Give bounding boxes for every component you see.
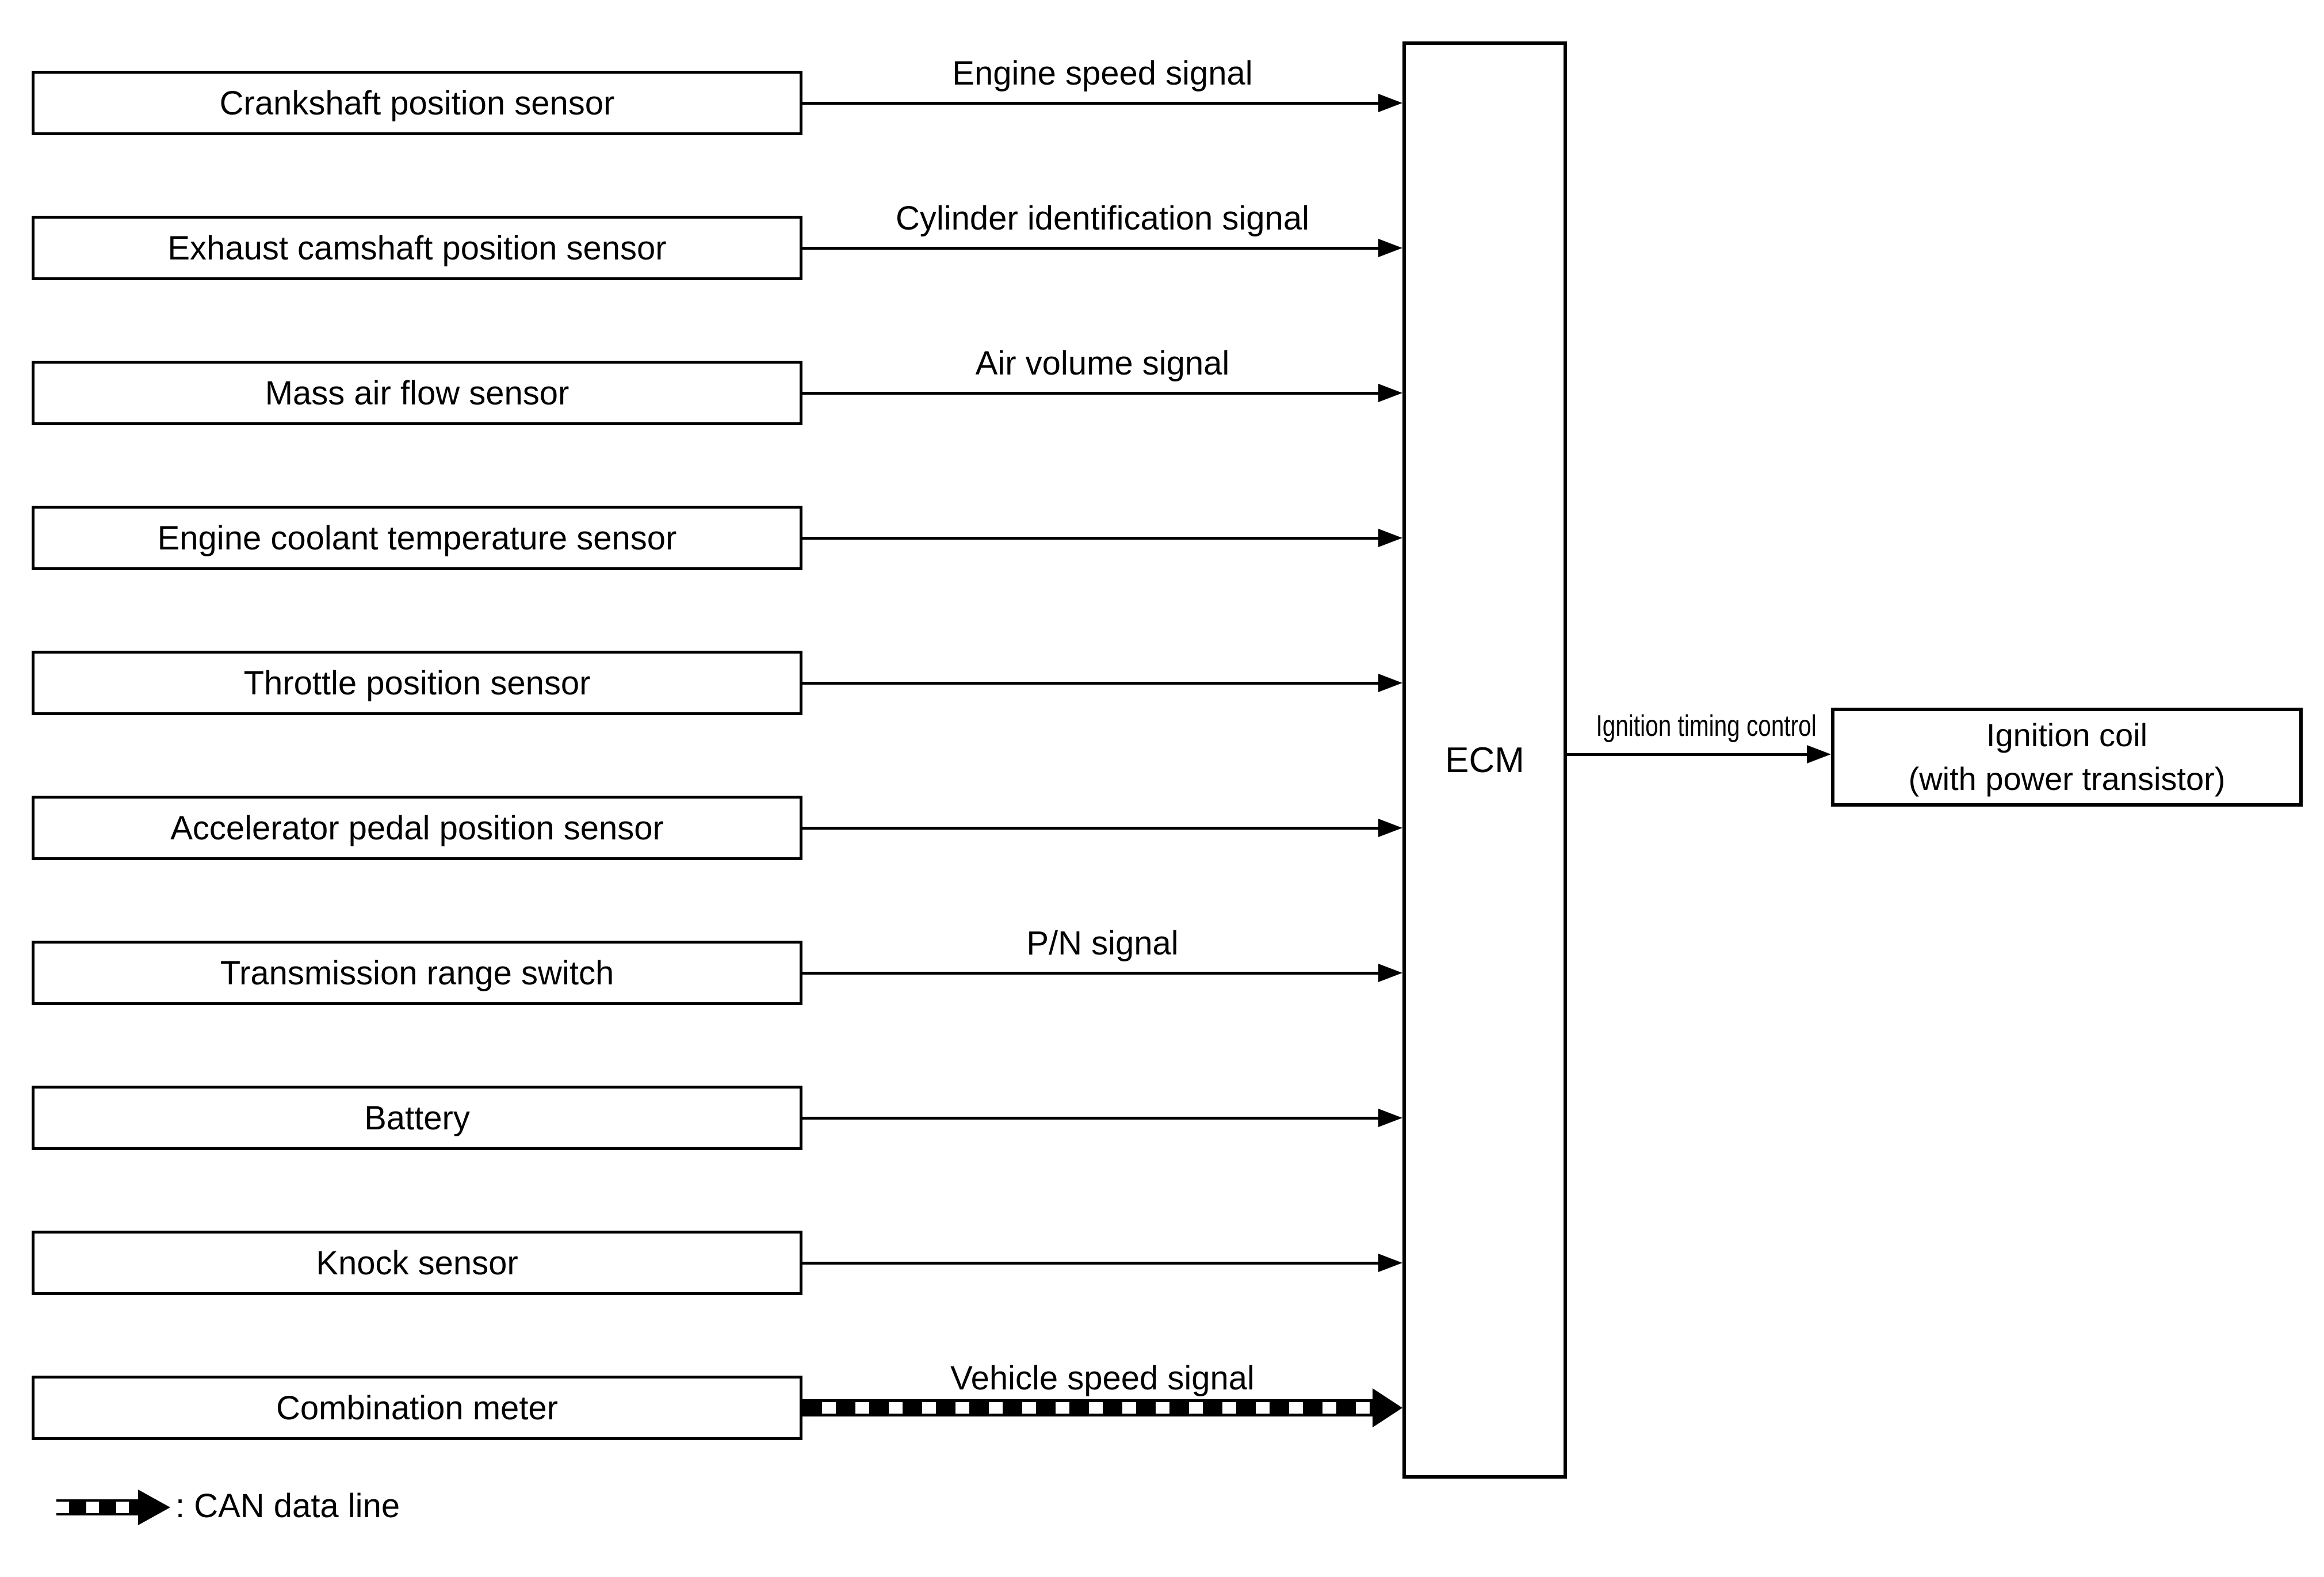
sensor-box: Combination meter [32,1376,802,1440]
ignition-coil-box: Ignition coil (with power transistor) [1831,708,2303,807]
arrowhead-icon [1378,674,1402,692]
ignition-coil-label-line1: Ignition coil [1986,717,2148,753]
signal-arrow-line [802,247,1382,250]
arrowhead-icon [1378,94,1402,112]
sensor-box: Exhaust camshaft position sensor [32,216,802,280]
ignition-arrow-line [1567,753,1807,756]
signal-arrow-line [802,682,1382,685]
ecm-label: ECM [1445,740,1524,780]
signal-arrow-line [802,537,1382,540]
sensor-box: Mass air flow sensor [32,361,802,425]
ecm-box: ECM [1402,41,1567,1479]
arrowhead-icon [1378,384,1402,402]
sensor-label: Engine coolant temperature sensor [157,519,677,557]
signal-label: Vehicle speed signal [950,1360,1255,1397]
arrowhead-icon [1378,1109,1402,1127]
signal-arrow-line [802,972,1382,975]
sensor-box: Knock sensor [32,1231,802,1295]
arrowhead-icon [1378,1254,1402,1272]
arrowhead-icon [1378,529,1402,547]
sensor-box: Accelerator pedal position sensor [32,796,802,860]
sensor-label: Accelerator pedal position sensor [170,809,664,847]
signal-arrow-line [802,1262,1382,1265]
signal-label: Cylinder identification signal [896,200,1309,237]
sensor-label: Exhaust camshaft position sensor [167,229,667,267]
sensor-box: Transmission range switch [32,941,802,1005]
can-arrow-band [802,1399,1373,1416]
signal-label: P/N signal [1026,925,1179,962]
signal-arrow-line [802,102,1382,105]
signal-arrow-line [802,1117,1382,1120]
sensor-label: Knock sensor [316,1244,518,1282]
sensor-label: Throttle position sensor [243,664,591,702]
sensor-label: Battery [364,1099,470,1137]
sensor-box: Battery [32,1086,802,1150]
signal-label: Engine speed signal [952,55,1253,92]
signal-arrow-line [802,827,1382,830]
sensor-box: Throttle position sensor [32,651,802,715]
arrowhead-icon [1378,819,1402,837]
can-legend-label: : CAN data line [175,1487,400,1525]
can-legend-icon [56,1499,138,1515]
ignition-timing-control-label: Ignition timing control [1596,709,1817,743]
sensor-label: Transmission range switch [220,954,614,992]
ignition-coil-label-line2: (with power transistor) [1908,761,2226,797]
sensor-label: Crankshaft position sensor [219,84,615,122]
signal-label: Air volume signal [975,345,1230,382]
can-legend-arrowhead-icon [138,1490,170,1525]
ignition-arrowhead-icon [1807,745,1831,763]
signal-arrow-line [802,392,1382,395]
sensor-box: Engine coolant temperature sensor [32,506,802,570]
sensor-label: Mass air flow sensor [265,374,569,412]
sensor-label: Combination meter [276,1389,558,1427]
arrowhead-icon [1378,239,1402,257]
sensor-box: Crankshaft position sensor [32,71,802,135]
can-arrowhead-icon [1373,1388,1402,1427]
arrowhead-icon [1378,964,1402,982]
